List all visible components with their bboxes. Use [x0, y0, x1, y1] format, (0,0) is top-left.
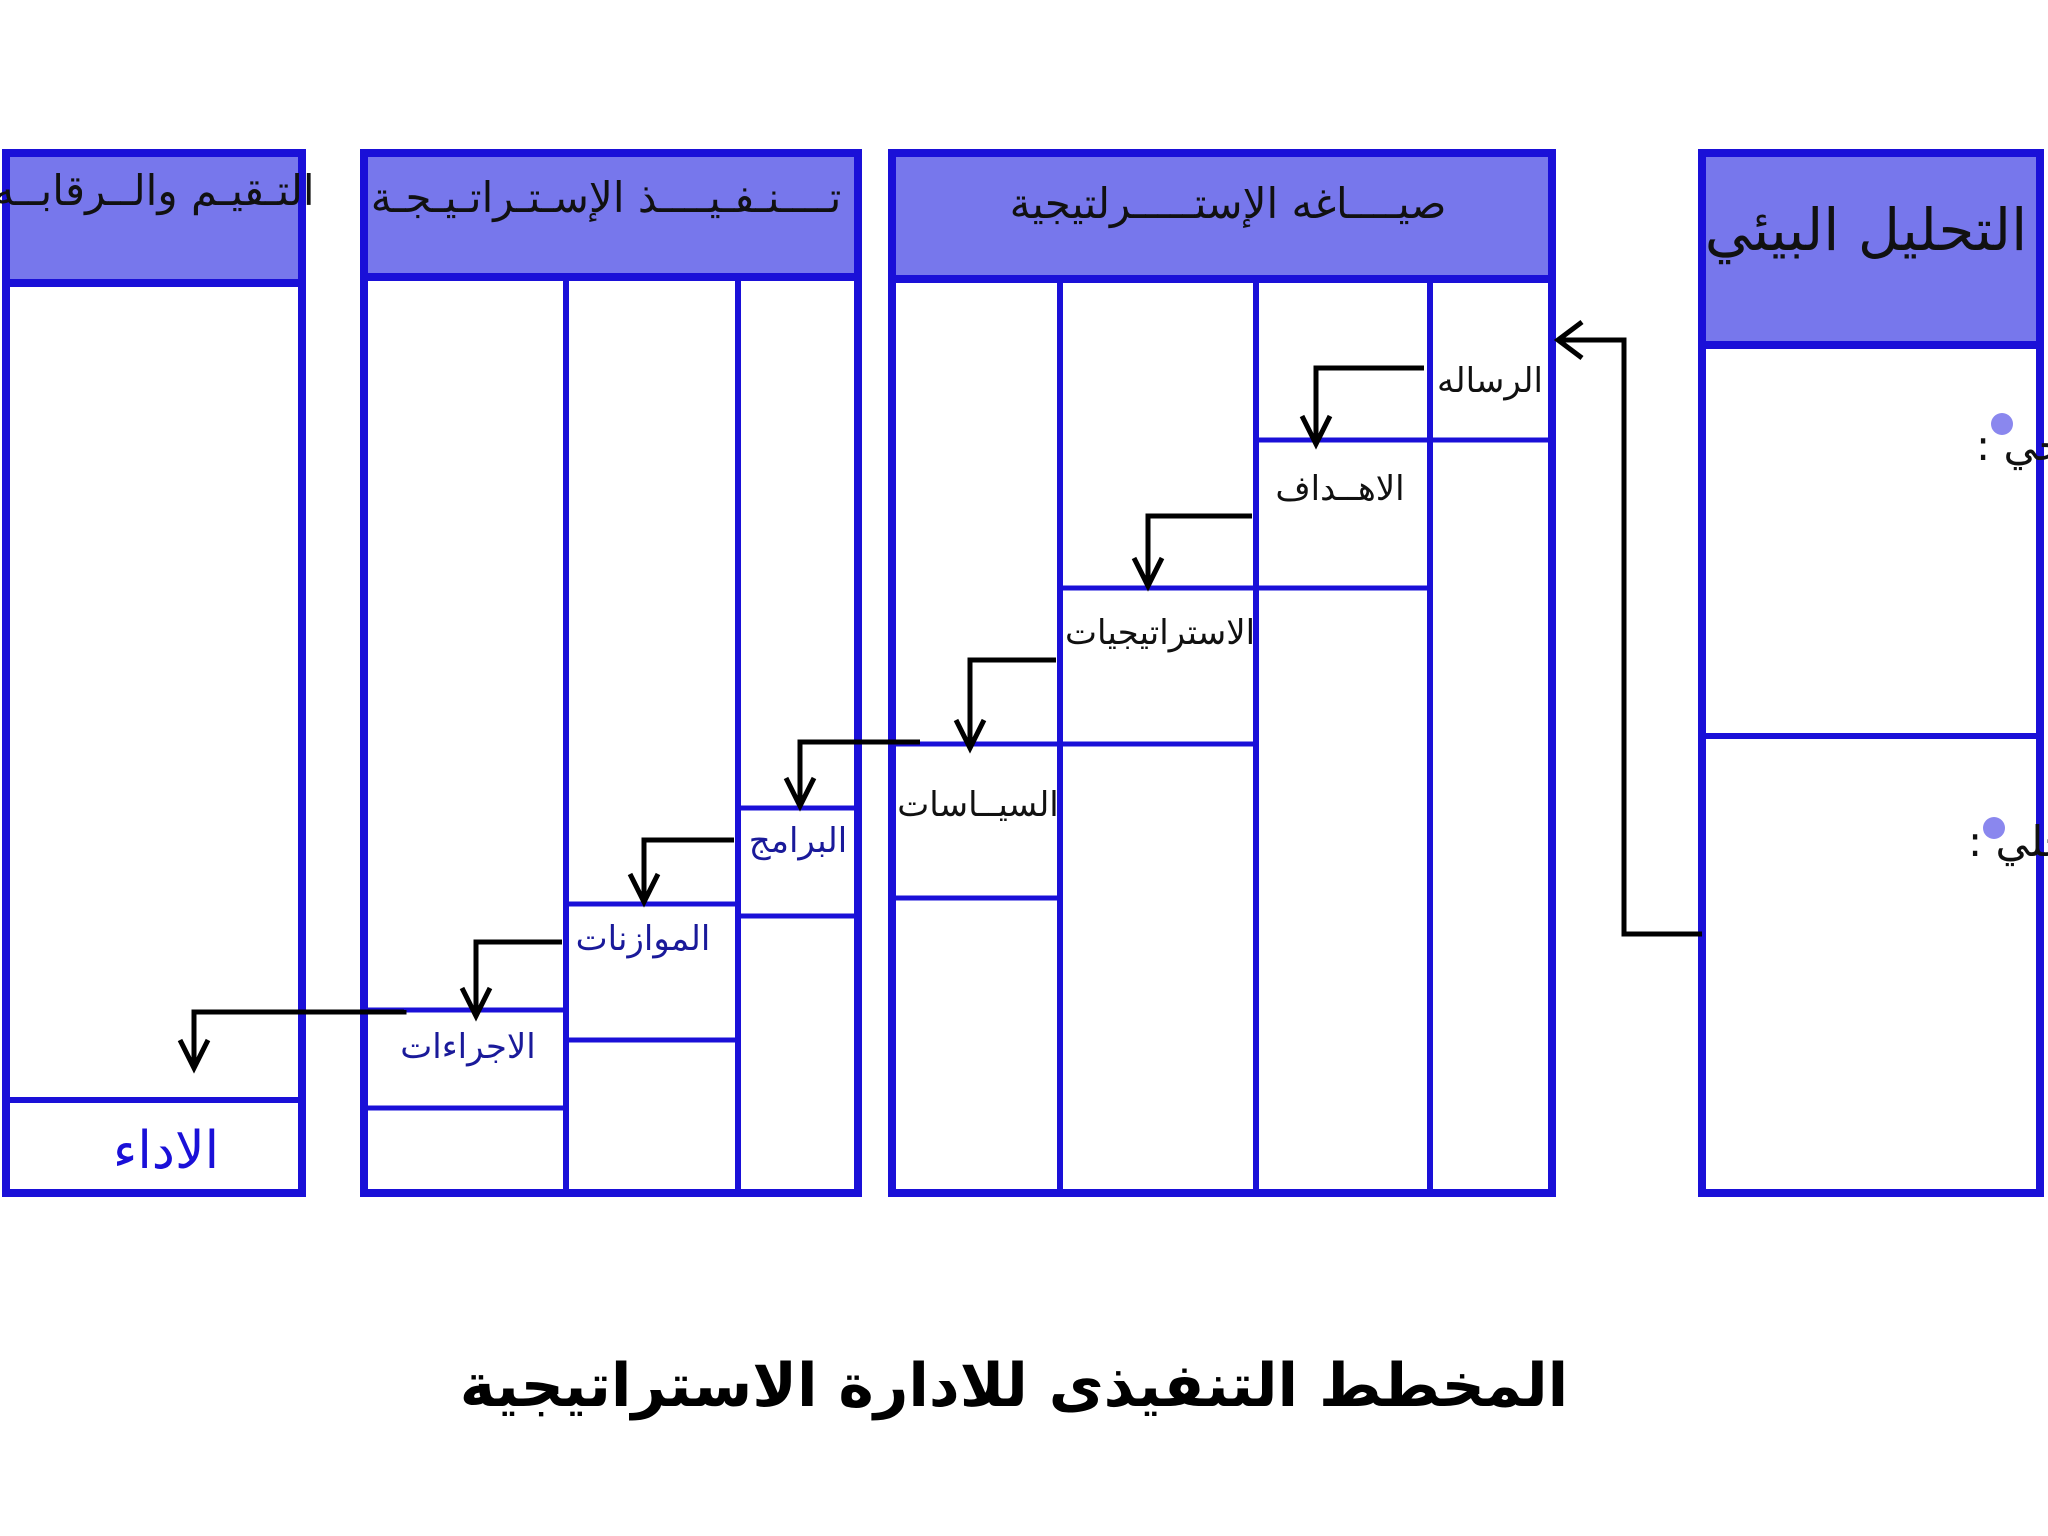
external-analysis-label: التحليل الخارجي : — [1976, 421, 2048, 471]
arrow-strategies-policies — [967, 657, 1056, 748]
arrow-policies-programs-head — [783, 776, 817, 812]
external-bullet-icon — [1991, 413, 2013, 435]
arrow-budgets-procedures-head — [459, 986, 493, 1022]
formulation-frame — [888, 149, 1556, 1197]
evaluation-column: التـقيـم والــرقابــه الاداء — [0, 149, 315, 1197]
strategies-label: الاستراتيجيات — [1065, 613, 1255, 653]
environmental-header — [1698, 149, 2044, 349]
implementation-column: البرامج الموازنات الاجراءات تــــنـفـيــ… — [360, 149, 862, 1197]
environmental-column: التحليل البيئي التحليل الخارجي : التحليل… — [1698, 149, 2048, 1197]
arrow-mission-objectives-head — [1299, 414, 1333, 450]
objectives-label: الاهــداف — [1275, 469, 1404, 509]
feedback-arrow — [1558, 337, 1702, 937]
feedback-arrow-head — [1553, 320, 1584, 360]
evaluation-header — [2, 149, 306, 287]
internal-analysis-label: التحليل الداخلي : — [1968, 817, 2048, 867]
arrow-policies-programs — [797, 739, 920, 806]
flow-arrows — [177, 320, 1702, 1074]
procedures-label: الاجراءات — [400, 1027, 536, 1067]
implementation-frame — [360, 149, 862, 1197]
budgets-label: الموازنات — [576, 919, 711, 959]
evaluation-title: التـقيـم والــرقابــه — [0, 166, 315, 216]
arrow-objectives-strategies — [1145, 513, 1252, 586]
arrow-procedures-performance — [191, 1009, 407, 1068]
implementation-header — [360, 149, 862, 281]
mission-label: الرساله — [1437, 361, 1543, 401]
arrow-programs-budgets — [641, 837, 734, 902]
arrow-strategies-policies-head — [953, 718, 987, 754]
diagram-caption: المخطط التنفيذى للادارة الاستراتيجية — [460, 1351, 1569, 1421]
policies-label: السيــاسات — [897, 785, 1059, 825]
arrow-budgets-procedures — [473, 939, 562, 1016]
environmental-title: التحليل البيئي — [1705, 196, 2027, 265]
arrow-programs-budgets-head — [627, 872, 661, 908]
evaluation-frame — [2, 149, 306, 1197]
formulation-column: الرساله الاهــداف الاستراتيجيات السيــاس… — [888, 149, 1556, 1197]
performance-label: الاداء — [113, 1121, 219, 1181]
formulation-title: صيــــاغه الإستـــــرلتيجية — [1010, 179, 1447, 228]
arrow-mission-objectives — [1313, 365, 1424, 444]
arrow-procedures-performance-head — [177, 1038, 211, 1074]
internal-bullet-icon — [1983, 817, 2005, 839]
programs-label: البرامج — [749, 821, 847, 861]
formulation-header — [888, 149, 1556, 283]
arrow-objectives-strategies-head — [1131, 556, 1165, 592]
implementation-title: تــــنـفـيــــذ الإسـتـراتـيـجـة — [371, 173, 842, 222]
